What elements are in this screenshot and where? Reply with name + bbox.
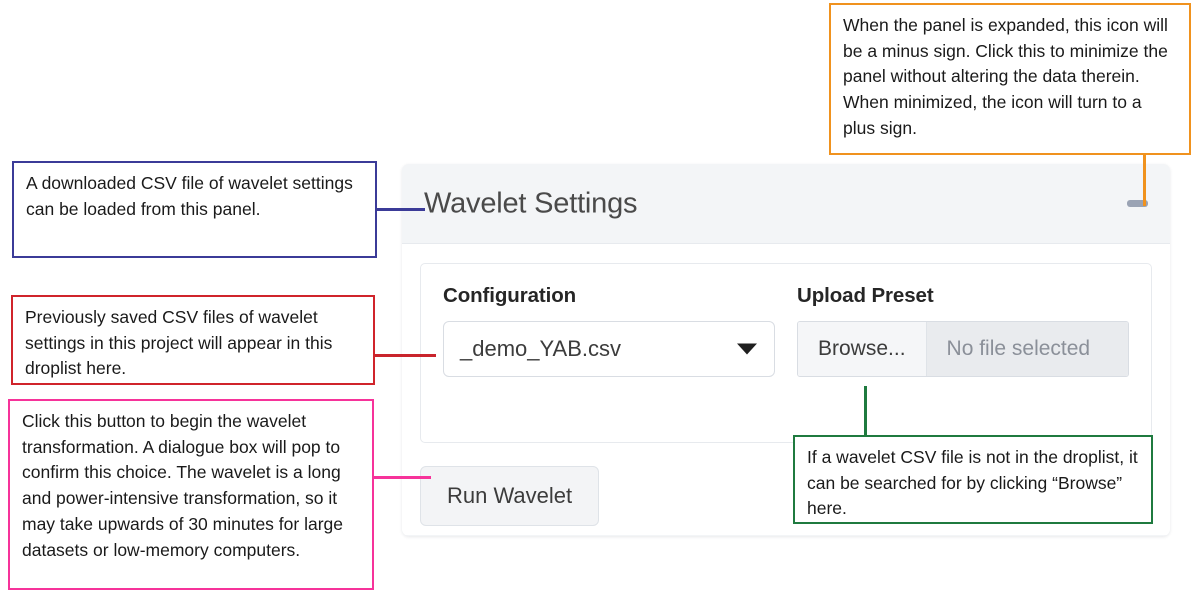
page-title: Wavelet Settings <box>424 187 638 219</box>
upload-file-name: No file selected <box>926 322 1128 376</box>
minus-glyph <box>1126 200 1148 207</box>
connector-line-collapse <box>1143 155 1146 206</box>
run-wavelet-button[interactable]: Run Wavelet <box>420 466 600 526</box>
connector-line-droplist <box>375 354 436 357</box>
configuration-field-group: Configuration _demo_YAB.csv <box>443 284 775 416</box>
upload-preset-label: Upload Preset <box>797 284 934 307</box>
annotation-callout-collapse: When the panel is expanded, this icon wi… <box>829 3 1191 155</box>
annotation-callout-panel-load: A downloaded CSV file of wavelet setting… <box>12 161 377 258</box>
annotation-text-collapse: When the panel is expanded, this icon wi… <box>843 15 1168 138</box>
annotation-text-droplist: Previously saved CSV files of wavelet se… <box>25 307 333 379</box>
annotation-callout-droplist: Previously saved CSV files of wavelet se… <box>11 295 375 385</box>
configuration-select[interactable]: _demo_YAB.csv <box>443 321 775 377</box>
annotation-text-panel-load: A downloaded CSV file of wavelet setting… <box>26 173 353 219</box>
minus-icon[interactable] <box>1124 191 1150 217</box>
configuration-label: Configuration <box>443 284 577 307</box>
connector-line-run <box>374 476 431 479</box>
annotation-text-browse: If a wavelet CSV file is not in the drop… <box>807 447 1138 519</box>
upload-preset-field-group: Upload Preset Browse... No file selected <box>797 284 1129 416</box>
panel-header: Wavelet Settings <box>402 164 1170 244</box>
configuration-select-value: _demo_YAB.csv <box>460 336 622 361</box>
settings-card: Configuration _demo_YAB.csv Upload Prese… <box>420 263 1152 443</box>
upload-file-input[interactable]: Browse... No file selected <box>797 321 1129 377</box>
annotation-callout-browse: If a wavelet CSV file is not in the drop… <box>793 435 1153 524</box>
annotation-callout-run: Click this button to begin the wavelet t… <box>8 399 374 590</box>
connector-line-browse <box>864 386 867 436</box>
browse-button[interactable]: Browse... <box>798 322 927 376</box>
annotation-text-run: Click this button to begin the wavelet t… <box>22 411 343 560</box>
connector-line-panel-load <box>377 208 425 211</box>
chevron-down-icon <box>737 343 757 355</box>
